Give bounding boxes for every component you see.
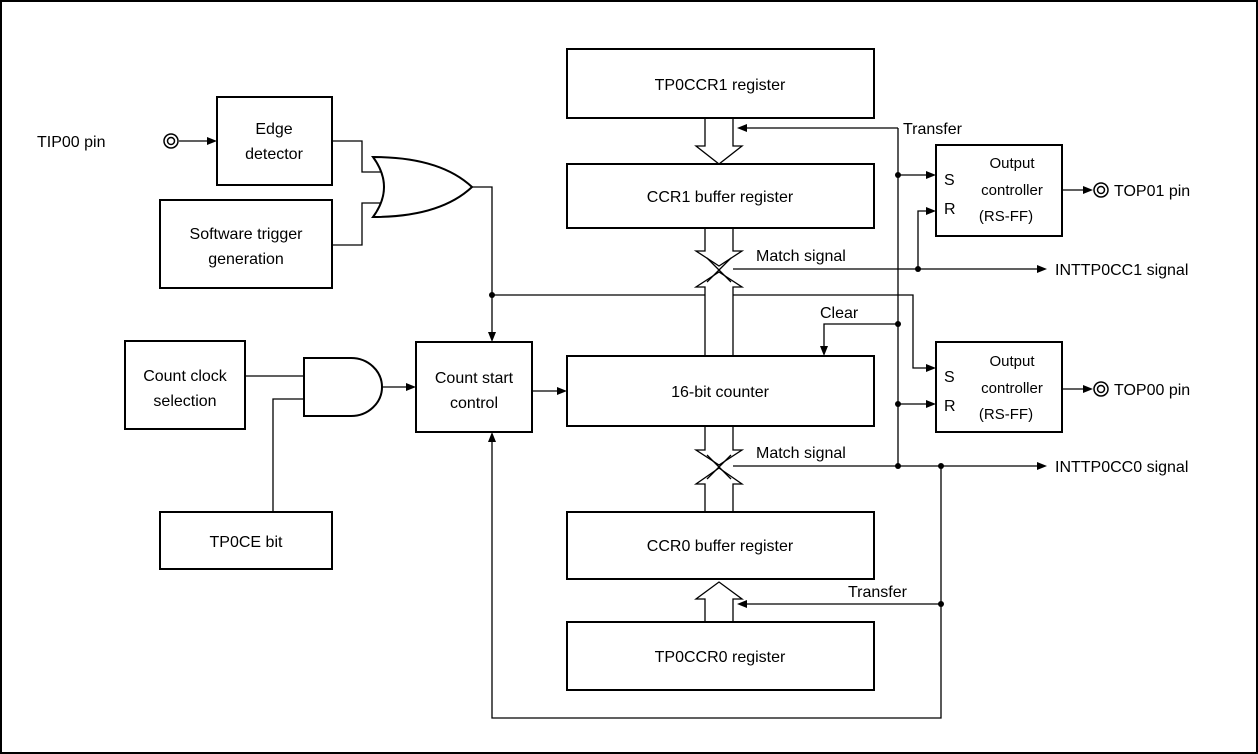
bus-arrow-counter-down [693,425,745,466]
arrowhead [1037,462,1047,470]
inttp0cc0-label: INTTP0CC0 signal [1055,459,1188,476]
output-controller-0-label-2: controller [981,380,1043,397]
output-controller-1-label-1: Output [989,155,1035,172]
bus-arrow-ccr1-compare [693,227,745,267]
count-start-control-label-2: control [450,395,498,412]
arrowhead [488,432,496,442]
rsff0-r-label: R [944,398,956,415]
count-clock-selection-box [124,340,246,430]
wire-feedback-loop [491,440,942,719]
counter-16bit-label: 16-bit counter [671,384,770,401]
bus-arrow-counter-up [693,271,745,357]
tp0ce-bit-box [159,511,333,570]
rsff0-s-label: S [944,369,955,386]
tp0ccr1-register-box [566,48,875,119]
software-trigger-box [159,199,333,289]
edge-detector-label-2: detector [245,146,303,163]
tp0ccr0-register-label: TP0CCR0 register [655,649,786,666]
ccr1-buffer-register-label: CCR1 buffer register [647,189,794,206]
arrowhead [926,171,936,179]
wire-edge-to-or [332,140,386,173]
arrowhead [1083,186,1093,194]
clear-label: Clear [820,305,859,322]
inttp0cc1-label: INTTP0CC1 signal [1055,262,1188,279]
top00-pin-label: TOP00 pin [1114,382,1190,399]
wire-tp0ce-to-and [272,398,304,512]
ccr0-buffer-register-label: CCR0 buffer register [647,538,794,555]
ccr0-buffer-register-box [566,511,875,580]
wire-match1-to-r1 [917,210,929,269]
output-controller-0-label-3: (RS-FF) [979,406,1033,423]
arrowhead [207,137,217,145]
or-gate [371,155,474,219]
wire-start-line [492,294,929,369]
arrowhead [926,364,936,372]
match-cross-upper [706,257,732,283]
software-trigger-label-2: generation [208,251,284,268]
ccr1-buffer-register-box [566,163,875,229]
tp0ce-bit-label: TP0CE bit [210,534,283,551]
junction-dot [895,463,901,469]
output-controller-1-label-3: (RS-FF) [979,208,1033,225]
count-start-control-box [415,341,533,433]
bus-arrow-ccr1-load [694,117,744,165]
edge-detector-label-1: Edge [255,121,292,138]
junction-dot [938,463,944,469]
wire-or-to-count-start [472,186,493,334]
count-clock-selection-label-1: Count clock [143,368,228,385]
counter-16bit-box [566,355,875,427]
edge-detector-box [216,96,333,186]
rsff1-r-label: R [944,201,956,218]
bus-arrow-ccr0-load [694,581,744,623]
output-controller-0-box [935,341,1063,433]
top01-pin-label: TOP01 pin [1114,183,1190,200]
output-controller-1-label-2: controller [981,182,1043,199]
tip00-pin-icon-inner [166,136,176,146]
arrowhead [926,400,936,408]
software-trigger-label-1: Software trigger [190,226,304,243]
arrowhead [737,600,747,608]
match-cross-lower [706,454,732,480]
rsff1-s-label: S [944,172,955,189]
wire-clear [823,323,898,348]
top00-pin-icon-inner [1096,384,1106,394]
tip00-pin-label: TIP00 pin [37,134,105,151]
arrowhead [1083,385,1093,393]
tp0ccr1-register-label: TP0CCR1 register [655,77,786,94]
arrowhead [1037,265,1047,273]
arrowhead [557,387,567,395]
bus-arrow-ccr0-compare [693,467,745,513]
transfer-lower-label: Transfer [848,584,908,601]
arrowhead [926,207,936,215]
arrowhead [820,346,828,356]
tp0ccr0-register-box [566,621,875,691]
count-start-control-label-1: Count start [435,370,514,387]
match-lower-label: Match signal [756,445,846,462]
arrowhead [488,332,496,342]
match-upper-label: Match signal [756,248,846,265]
output-controller-0-label-1: Output [989,353,1035,370]
count-clock-selection-label-2: selection [153,393,216,410]
output-controller-1-box [935,144,1063,237]
and-gate [303,357,383,417]
arrowhead [737,124,747,132]
wire-swtrig-to-or [332,202,386,246]
top01-pin-icon-inner [1096,185,1106,195]
transfer-upper-label: Transfer [903,121,963,138]
arrowhead [406,383,416,391]
